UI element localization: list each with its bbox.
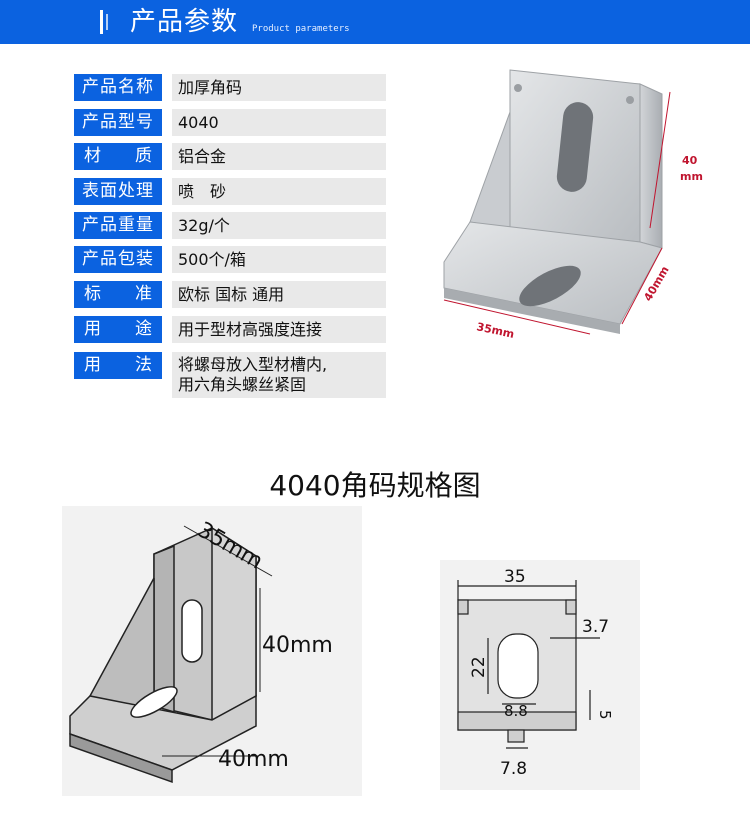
param-value: 喷 砂 <box>172 178 386 205</box>
iso-dim-height: 40mm <box>262 633 333 658</box>
param-value: 500个/箱 <box>172 246 386 273</box>
param-label: 表面处理 <box>74 178 162 205</box>
param-label: 产品包装 <box>74 246 162 273</box>
param-row-weight: 产品重量 32g/个 <box>74 212 394 239</box>
param-label: 用 法 <box>74 352 162 379</box>
param-row-name: 产品名称 加厚角码 <box>74 74 394 101</box>
param-label: 用 途 <box>74 316 162 343</box>
param-label: 标 准 <box>74 281 162 308</box>
param-row-material: 材 质 铝合金 <box>74 143 394 170</box>
param-value: 铝合金 <box>172 143 386 170</box>
param-value: 加厚角码 <box>172 74 386 101</box>
param-value: 4040 <box>172 109 386 136</box>
param-row-package: 产品包装 500个/箱 <box>74 246 394 273</box>
param-value-line: 用六角头螺丝紧固 <box>178 375 307 394</box>
photo-dim-width: 35mm <box>475 320 515 341</box>
header-subtitle: Product parameters <box>252 24 350 34</box>
photo-dim-height-unit: mm <box>680 170 703 183</box>
param-label: 产品型号 <box>74 109 162 136</box>
param-row-method: 用 法 将螺母放入型材槽内, 用六角头螺丝紧固 <box>74 352 394 402</box>
header-title: 产品参数 <box>130 7 239 37</box>
param-row-standard: 标 准 欧标 国标 通用 <box>74 281 394 308</box>
param-label: 产品重量 <box>74 212 162 239</box>
param-value: 32g/个 <box>172 212 386 239</box>
spec-title: 4040角码规格图 <box>269 469 481 502</box>
front-dim-base: 5 <box>596 710 614 720</box>
param-value: 欧标 国标 通用 <box>172 281 386 308</box>
param-row-surface: 表面处理 喷 砂 <box>74 178 394 205</box>
front-dim-slot-height: 22 <box>469 656 489 678</box>
param-label: 产品名称 <box>74 74 162 101</box>
iso-dim-bottom: 40mm <box>218 747 289 772</box>
front-dim-slot-width: 8.8 <box>504 702 528 720</box>
param-row-usage: 用 途 用于型材高强度连接 <box>74 316 394 343</box>
param-label: 材 质 <box>74 143 162 170</box>
param-value: 将螺母放入型材槽内, 用六角头螺丝紧固 <box>172 352 386 398</box>
photo-dim-height: 40 <box>682 154 698 167</box>
param-value: 用于型材高强度连接 <box>172 316 386 343</box>
front-dim-edge: 3.7 <box>582 617 609 637</box>
header-bar: 产品参数 Product parameters <box>0 0 750 44</box>
header-deco-icon <box>100 10 108 34</box>
param-row-model: 产品型号 4040 <box>74 109 394 136</box>
product-photo: 40 mm 40mm 35mm <box>443 69 703 341</box>
front-drawing: 35 22 3.7 8.8 5 7.8 <box>457 567 614 779</box>
param-value-line: 将螺母放入型材槽内, <box>178 355 328 374</box>
iso-drawing: 35mm 40mm 40mm <box>69 518 333 784</box>
front-dim-width: 35 <box>504 567 526 587</box>
front-dim-tab: 7.8 <box>500 759 527 779</box>
